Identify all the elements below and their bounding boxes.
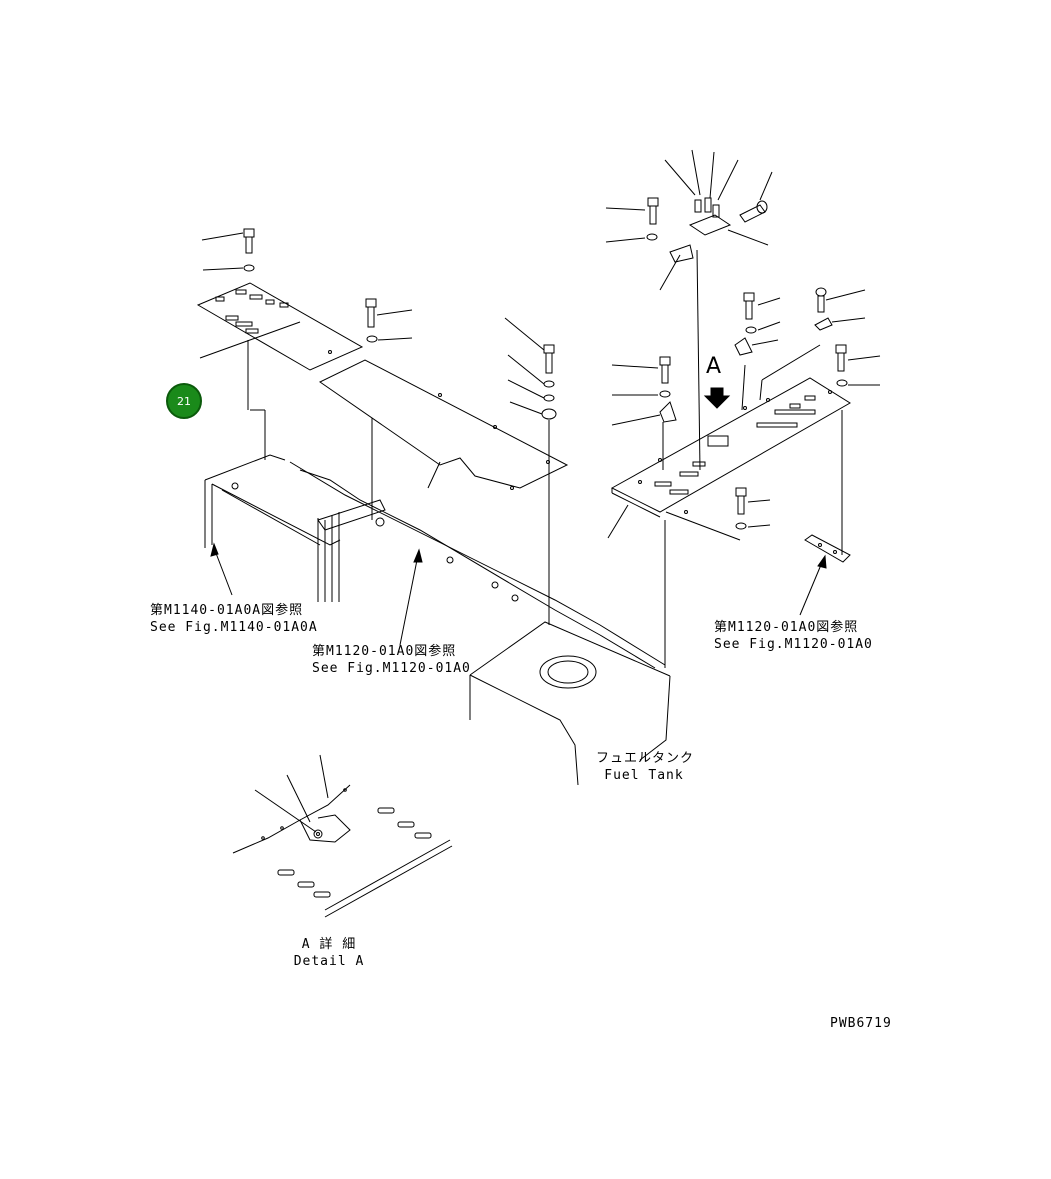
reference-arrows xyxy=(210,542,827,646)
right-fasteners xyxy=(605,197,881,563)
detail-a-label: A 詳 細 Detail A xyxy=(286,936,372,970)
detail-a-drawing xyxy=(232,754,453,918)
ref-right[interactable]: 第M1120-01A0図参照 See Fig.M1120-01A0 xyxy=(714,619,873,653)
ref-right-en: See Fig.M1120-01A0 xyxy=(714,637,873,652)
ref-left[interactable]: 第M1140-01A0A図参照 See Fig.M1140-01A0A xyxy=(150,602,318,636)
ref-center-en: See Fig.M1120-01A0 xyxy=(312,661,471,676)
frame xyxy=(204,340,666,669)
center-bolt xyxy=(365,298,413,343)
right-cover-plate xyxy=(607,249,851,541)
drawing-number: PWB6719 xyxy=(830,1016,892,1031)
ref-left-en: See Fig.M1140-01A0A xyxy=(150,620,318,635)
view-arrow-down-icon xyxy=(703,387,731,409)
view-a-label: A xyxy=(706,354,722,379)
left-cover-plate xyxy=(196,282,364,371)
ref-center[interactable]: 第M1120-01A0図参照 See Fig.M1120-01A0 xyxy=(312,643,471,677)
left-bolt xyxy=(201,228,255,272)
ref-left-jp: 第M1140-01A0A図参照 xyxy=(150,603,304,618)
fuel-tank xyxy=(469,520,671,786)
fuel-tank-jp: フュエルタンク xyxy=(596,751,695,766)
ref-right-jp: 第M1120-01A0図参照 xyxy=(714,620,859,635)
fuel-tank-label: フュエルタンク Fuel Tank xyxy=(596,750,695,784)
center-right-bolt-stack xyxy=(504,317,557,420)
ref-center-jp: 第M1120-01A0図参照 xyxy=(312,644,457,659)
center-cover-plate xyxy=(319,359,569,490)
fuel-tank-en: Fuel Tank xyxy=(604,768,684,783)
detail-a-en: Detail A xyxy=(293,954,365,969)
clip-assembly xyxy=(664,149,773,246)
detail-a-jp: A 詳 細 xyxy=(301,937,357,952)
callout-circle-icon[interactable]: 21 xyxy=(166,383,202,419)
